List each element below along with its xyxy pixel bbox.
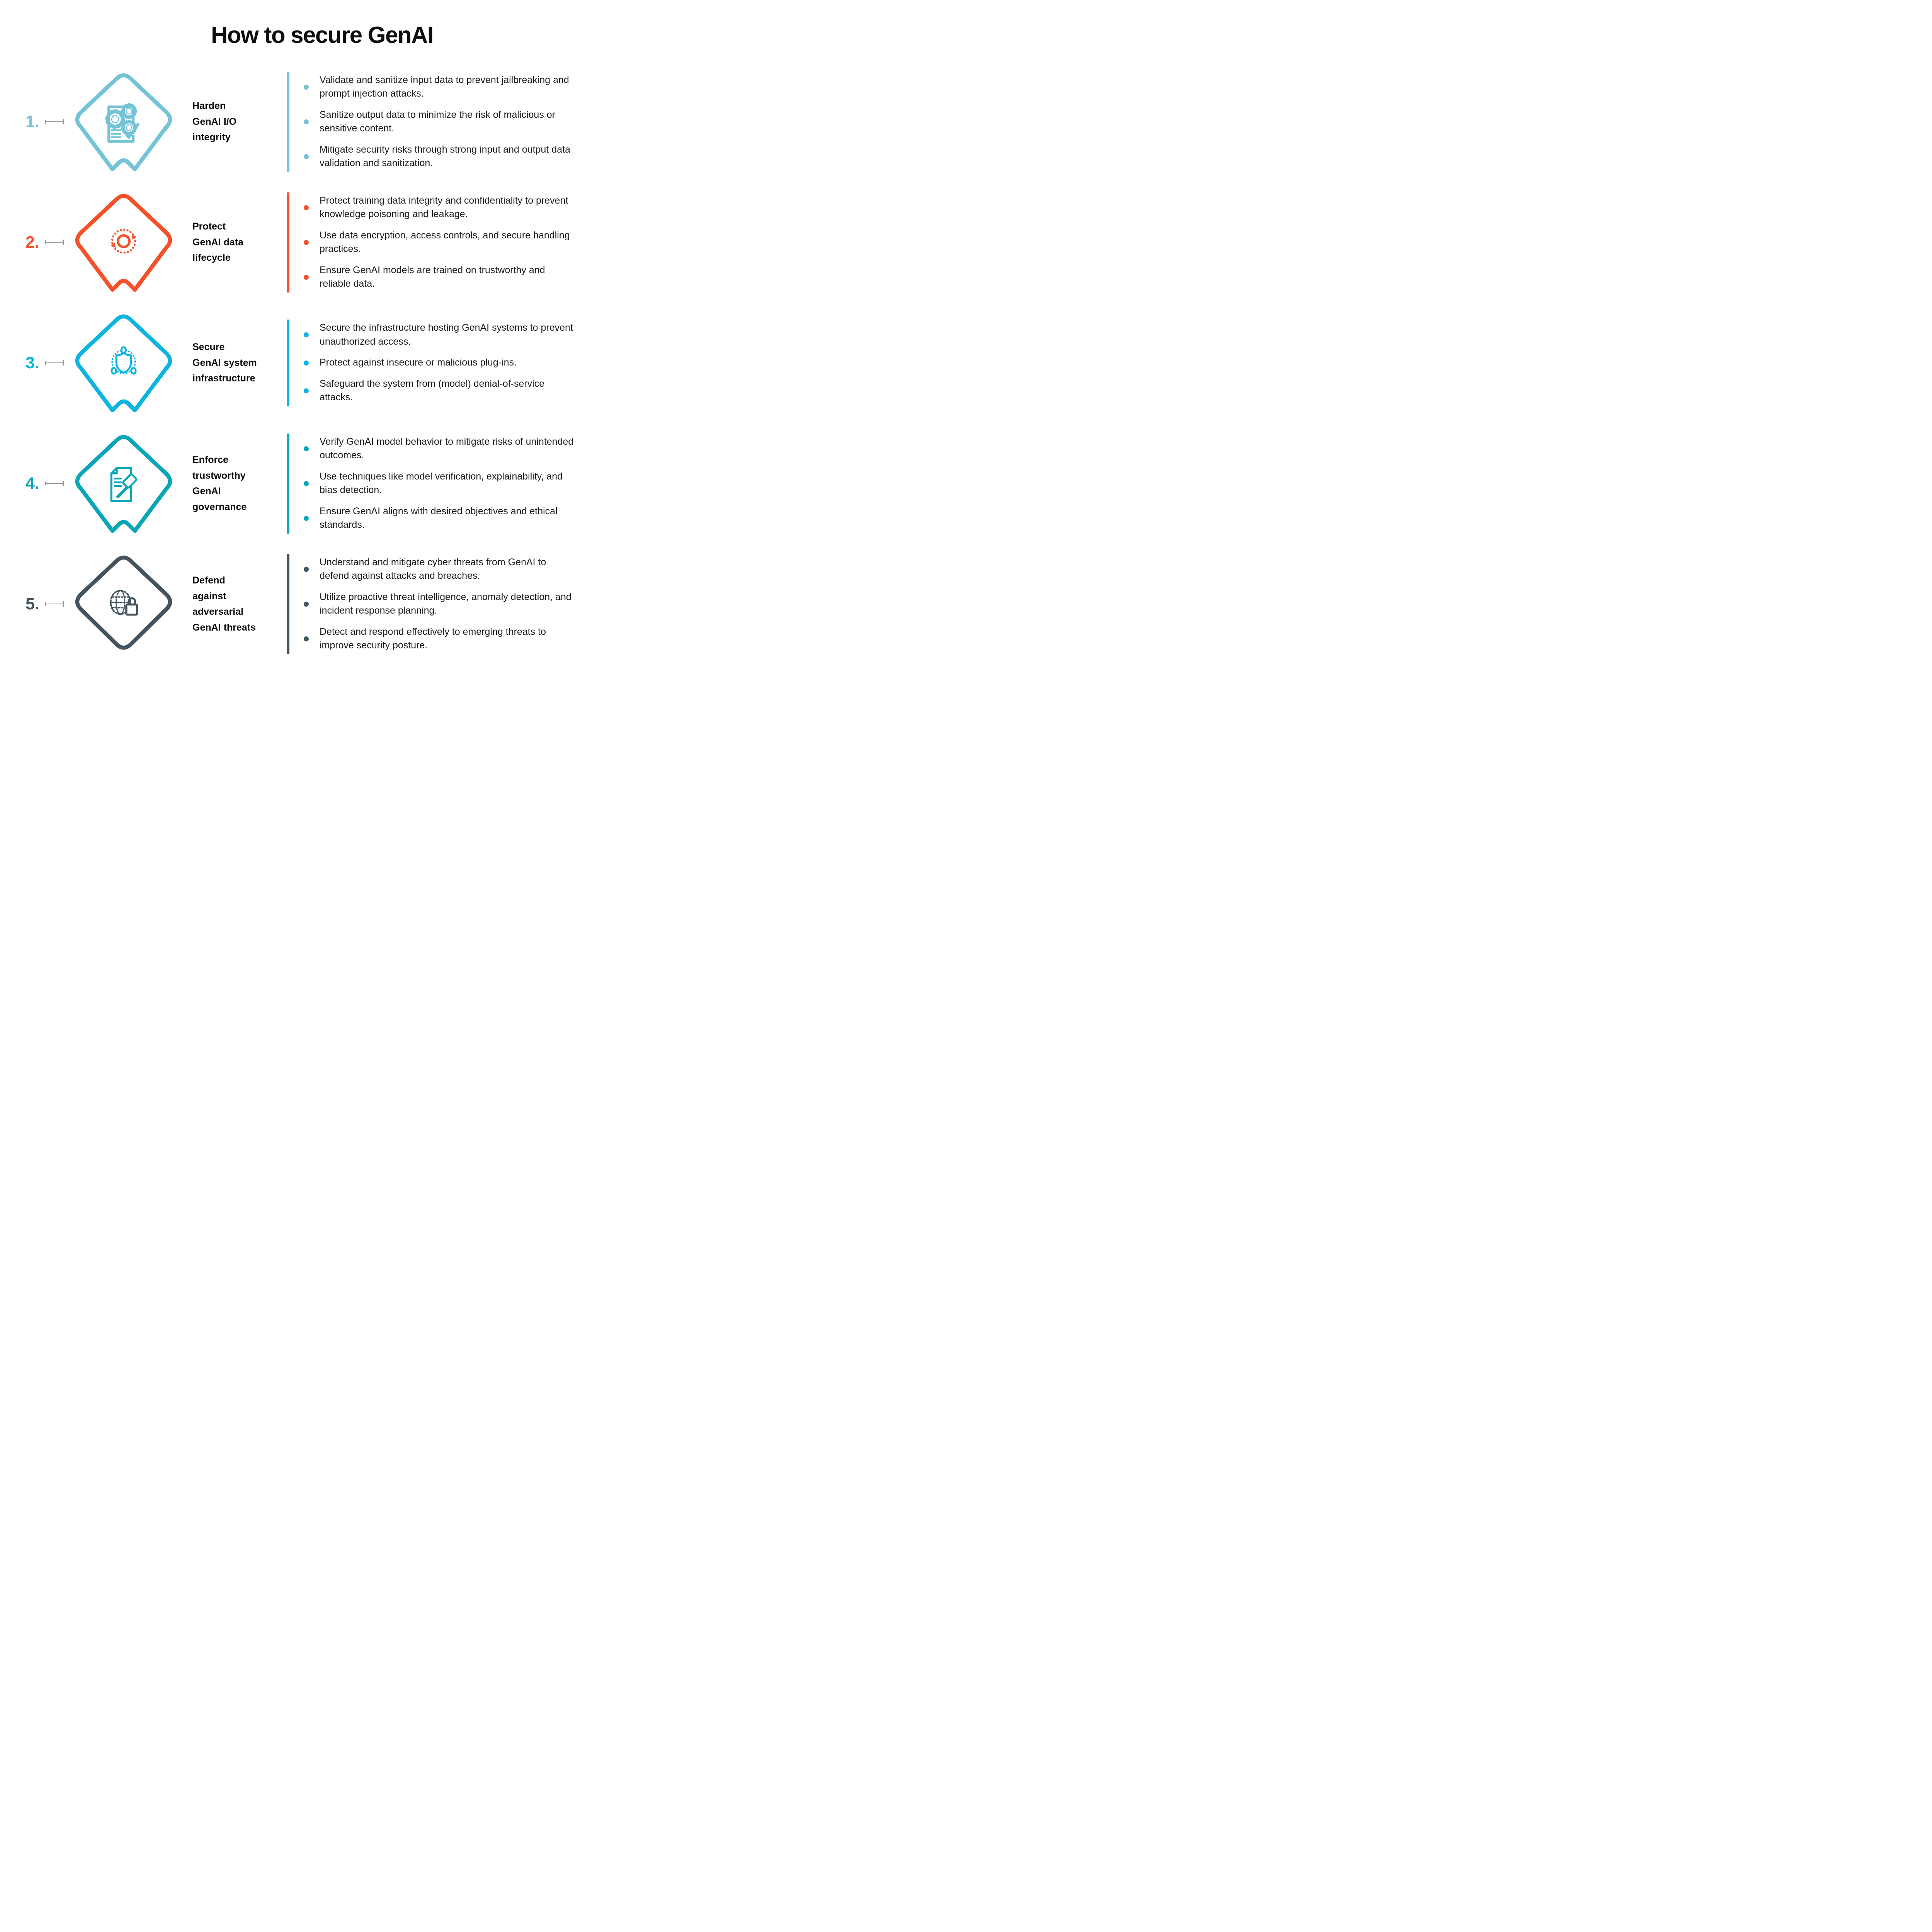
connector-tick-right	[63, 601, 64, 607]
bullet-item: Protect training data integrity and conf…	[304, 194, 618, 221]
step-diamond-2	[70, 189, 177, 296]
connector-line	[45, 481, 64, 486]
step-bullets-3: Secure the infrastructure hosting GenAI …	[287, 320, 618, 406]
connector-rule	[46, 121, 63, 122]
bullet-item: Detect and respond effectively to emergi…	[304, 625, 618, 653]
step-row-4: 4. Enforce trustworthy GenAI governance …	[0, 423, 644, 544]
step-number-2: 2.	[26, 233, 39, 252]
bullet-item: Mitigate security risks through strong i…	[304, 143, 618, 170]
connector-tick-left	[45, 120, 46, 124]
document-gears-check-icon	[75, 73, 172, 172]
connector-tick-left	[45, 240, 46, 244]
bullet-dot	[304, 515, 309, 521]
bullet-item: Validate and sanitize input data to prev…	[304, 73, 618, 101]
bullet-text: Protect against insecure or malicious pl…	[320, 357, 517, 368]
bullet-dot	[304, 332, 309, 338]
bullet-text: Detect and respond effectively to emergi…	[320, 626, 546, 651]
step-title-4: Enforce trustworthy GenAI governance	[192, 454, 247, 512]
bullet-dot	[304, 446, 309, 451]
bullet-item: Secure the infrastructure hosting GenAI …	[304, 321, 618, 349]
step-row-3: 3. Secure GenAI system infrastructure Se…	[0, 303, 644, 423]
page-title: How to secure GenAI	[211, 22, 434, 48]
bullet-text: Mitigate security risks through strong i…	[320, 144, 570, 169]
step-title-3: Secure GenAI system infrastructure	[192, 342, 257, 384]
connector-line	[45, 240, 64, 245]
step-diamond-4	[70, 430, 177, 537]
step-title-1: Harden GenAI I/O integrity	[192, 100, 236, 143]
connector-tick-right	[63, 119, 64, 124]
step-row-5: 5. Defend against adversarial GenAI thre…	[0, 544, 644, 664]
bullet-dot	[304, 566, 309, 572]
bullet-text: Secure the infrastructure hosting GenAI …	[320, 322, 573, 347]
step-bullets-2: Protect training data integrity and conf…	[287, 192, 618, 293]
bullet-item: Understand and mitigate cyber threats fr…	[304, 556, 618, 583]
bullet-text: Safeguard the system from (model) denial…	[320, 378, 545, 403]
bullet-item: Sanitize output data to minimize the ris…	[304, 108, 618, 136]
step-row-2: 2. Protect GenAI data lifecycle Protect …	[0, 182, 644, 303]
bullet-dot	[304, 84, 309, 90]
bullet-text: Protect training data integrity and conf…	[320, 195, 568, 220]
connector-rule	[46, 362, 63, 364]
bullet-text: Verify GenAI model behavior to mitigate …	[320, 436, 574, 461]
steps-list: 1. Harden GenAI I/O inte	[0, 61, 644, 664]
connector-line	[45, 360, 64, 366]
connector-line	[45, 601, 64, 607]
bullet-item: Ensure GenAI models are trained on trust…	[304, 264, 618, 291]
bullet-text: Validate and sanitize input data to prev…	[320, 74, 569, 99]
step-bullets-4: Verify GenAI model behavior to mitigate …	[287, 433, 618, 534]
step-diamond-5	[70, 551, 177, 657]
bullet-item: Safeguard the system from (model) denial…	[304, 377, 618, 405]
bullet-item: Use techniques like model verification, …	[304, 470, 618, 497]
connector-rule	[46, 242, 63, 243]
shield-network-icon	[75, 314, 172, 413]
bullet-dot	[304, 154, 309, 159]
bullet-text: Ensure GenAI models are trained on trust…	[320, 264, 545, 289]
document-gavel-icon	[75, 435, 172, 533]
bullet-text: Use techniques like model verification, …	[320, 471, 563, 496]
bullet-dot	[304, 388, 309, 393]
connector-tick-left	[45, 361, 46, 365]
connector-rule	[46, 603, 63, 605]
bullet-text: Utilize proactive threat intelligence, a…	[320, 591, 571, 616]
step-title-5: Defend against adversarial GenAI threats	[192, 575, 256, 633]
step-number-1: 1.	[26, 112, 39, 131]
step-bullets-1: Validate and sanitize input data to prev…	[287, 71, 618, 172]
connector-tick-left	[45, 602, 46, 606]
bullet-dot	[304, 481, 309, 486]
bullet-text: Understand and mitigate cyber threats fr…	[320, 556, 546, 582]
bullet-item: Protect against insecure or malicious pl…	[304, 356, 618, 370]
data-lifecycle-arrows-icon	[75, 194, 172, 292]
globe-lock-icon	[75, 555, 172, 650]
step-bullets-5: Understand and mitigate cyber threats fr…	[287, 554, 618, 654]
bullet-dot	[304, 119, 309, 124]
bullet-dot	[304, 601, 309, 607]
step-number-5: 5.	[26, 594, 39, 613]
step-title-2: Protect GenAI data lifecycle	[192, 221, 243, 264]
bullet-item: Use data encryption, access controls, an…	[304, 229, 618, 256]
bullet-dot	[304, 274, 309, 280]
bullet-dot	[304, 636, 309, 641]
step-diamond-1	[70, 68, 177, 175]
connector-rule	[46, 483, 63, 484]
bullet-text: Ensure GenAI aligns with desired objecti…	[320, 505, 558, 531]
bullet-text: Use data encryption, access controls, an…	[320, 230, 570, 255]
step-row-1: 1. Harden GenAI I/O inte	[0, 61, 644, 182]
bullet-dot	[304, 360, 309, 366]
step-number-3: 3.	[26, 353, 39, 372]
connector-tick-left	[45, 481, 46, 485]
step-number-4: 4.	[26, 474, 39, 493]
bullet-dot	[304, 240, 309, 245]
connector-tick-right	[63, 481, 64, 486]
connector-tick-right	[63, 360, 64, 366]
connector-tick-right	[63, 240, 64, 245]
step-diamond-3	[70, 310, 177, 416]
bullet-item: Ensure GenAI aligns with desired objecti…	[304, 505, 618, 532]
bullet-dot	[304, 205, 309, 210]
bullet-item: Verify GenAI model behavior to mitigate …	[304, 435, 618, 463]
bullet-item: Utilize proactive threat intelligence, a…	[304, 590, 618, 618]
bullet-text: Sanitize output data to minimize the ris…	[320, 109, 555, 134]
connector-line	[45, 119, 64, 124]
